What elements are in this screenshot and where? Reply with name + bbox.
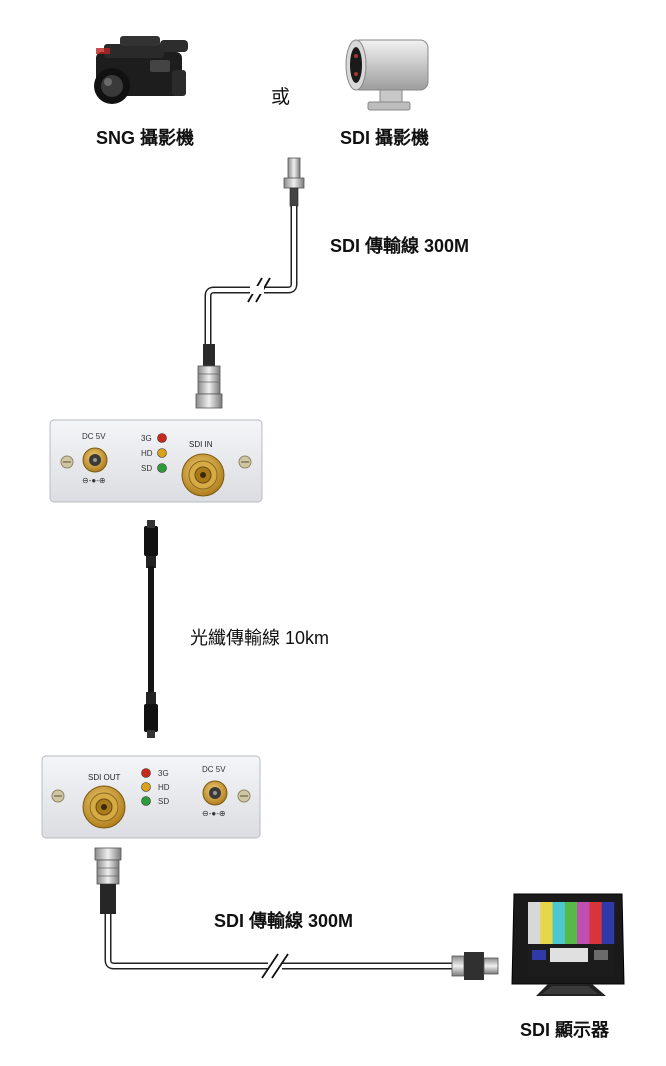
bnc-connector-display — [451, 952, 499, 980]
transmitter-port-label: SDI IN — [189, 440, 213, 449]
sdi-display-icon — [511, 893, 625, 996]
led-sd-icon — [157, 463, 167, 473]
sdi-camera-icon — [345, 39, 429, 111]
led-label: HD — [158, 783, 170, 792]
receiver-led-panel: 3G HD SD — [141, 768, 170, 806]
color-bar — [528, 902, 541, 944]
transmitter-device: DC 5V ⊖-●-⊕ 3G HD SD SDI IN — [49, 419, 263, 503]
led-3g-icon — [141, 768, 151, 778]
fiber-cable-label-text: 光纖傳輸線 10km — [190, 628, 330, 648]
sdi-in-cable-label: SDI 傳輸線 300M — [330, 236, 470, 256]
sdi-camera-label: SDI 攝影機 — [340, 128, 430, 148]
receiver-device: SDI OUT 3G HD SD DC 5V ⊖-●-⊕ — [41, 755, 261, 839]
fiber-cable — [144, 520, 158, 738]
receiver-power-label: DC 5V — [202, 765, 226, 774]
sdi-out-cable-label: SDI 傳輸線 300M — [214, 911, 354, 931]
led-hd-icon — [141, 782, 151, 792]
sdi-in-cable — [195, 157, 305, 409]
sng-camera-label: SNG 攝影機 — [96, 128, 195, 148]
led-sd-icon — [141, 796, 151, 806]
display-label: SDI 顯示器 — [520, 1020, 610, 1040]
sdi-out-port-icon — [82, 785, 126, 829]
color-bar — [564, 902, 578, 944]
bnc-connector-receiver — [94, 847, 122, 914]
transmitter-power-label: DC 5V — [82, 432, 106, 441]
color-bar — [577, 902, 590, 944]
led-label: HD — [141, 449, 153, 458]
transmitter-led-panel: 3G HD SD — [141, 433, 167, 473]
led-3g-icon — [157, 433, 167, 443]
sdi-out-cable — [94, 847, 499, 980]
led-label: SD — [141, 464, 152, 473]
bnc-connector-top — [283, 157, 305, 207]
svg-text:⊖-●-⊕: ⊖-●-⊕ — [202, 809, 226, 818]
color-bar — [540, 902, 553, 944]
color-bars — [528, 902, 615, 944]
led-hd-icon — [157, 448, 167, 458]
color-bar — [589, 902, 603, 944]
sdi-in-port-icon — [181, 453, 225, 497]
sng-camera-icon — [94, 36, 188, 104]
or-label: 或 — [271, 87, 291, 108]
bnc-connector-bottom — [195, 344, 223, 409]
color-bar — [552, 902, 566, 944]
fiber-cable-label: 光纖傳輸線 10km — [190, 624, 329, 650]
receiver-port-label: SDI OUT — [88, 773, 121, 782]
cable-break-mark — [261, 953, 279, 979]
color-bar — [601, 902, 615, 944]
led-label: SD — [158, 797, 169, 806]
led-label: 3G — [141, 434, 152, 443]
led-label: 3G — [158, 769, 169, 778]
svg-text:⊖-●-⊕: ⊖-●-⊕ — [82, 476, 106, 485]
